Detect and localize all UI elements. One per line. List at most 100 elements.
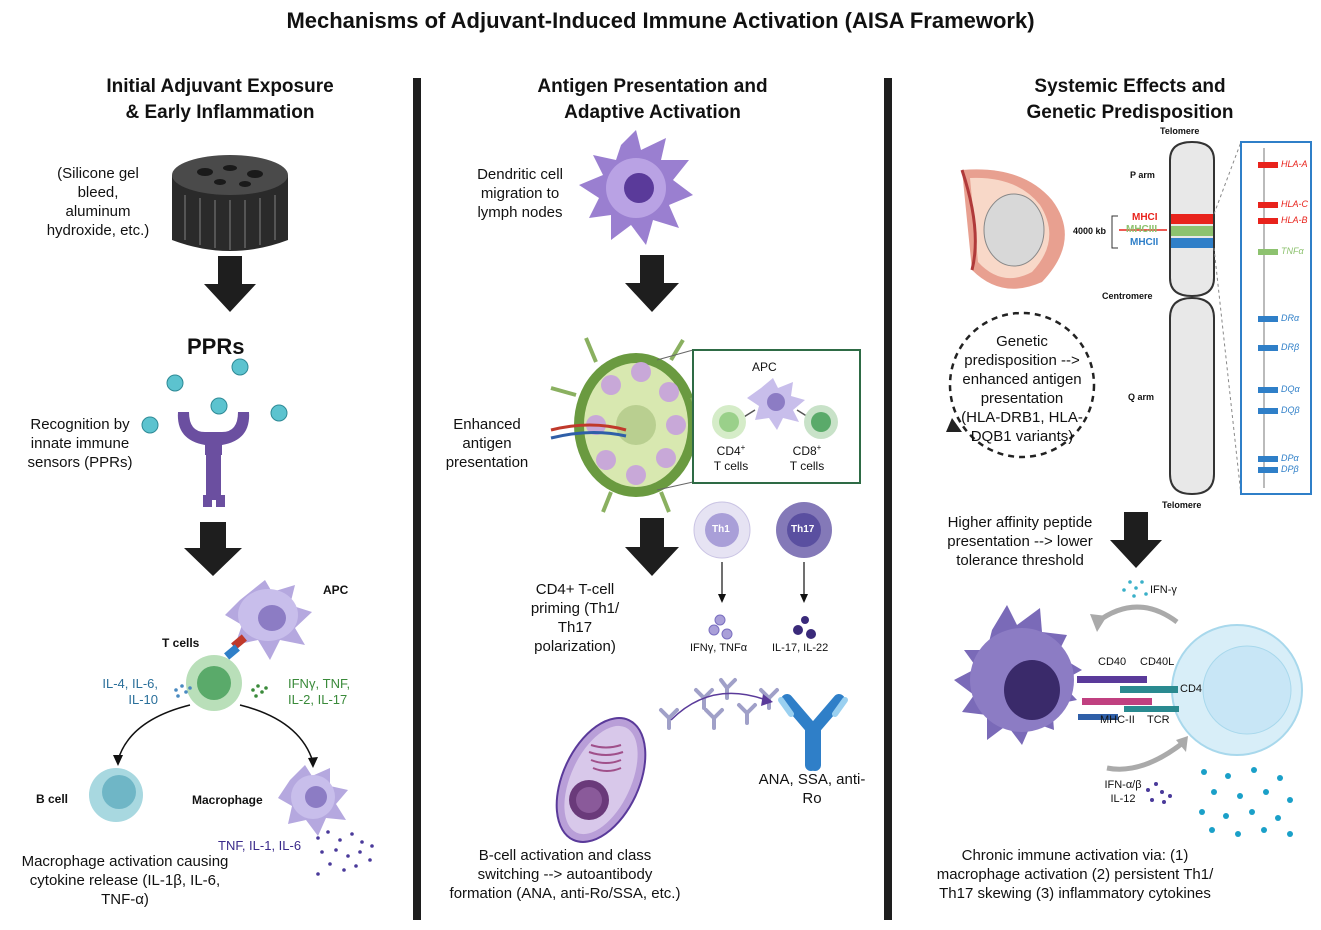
panel2-title-line2: Adaptive Activation: [564, 102, 741, 123]
th2-cytokines: IL-4, IL-6, IL-10: [102, 676, 158, 707]
t-cell-icon: [186, 655, 242, 711]
panel2-title-line1: Antigen Presentation and: [537, 76, 768, 97]
panel3-title-line2: Genetic Predisposition: [1026, 102, 1234, 123]
ifn-gamma-dots: [1122, 580, 1148, 598]
inset-cd8-tcell-icon: [804, 405, 838, 439]
lymph-node-icon: [550, 337, 718, 513]
apc-label: APC: [323, 583, 349, 597]
panel1-title-line2: & Early Inflammation: [125, 102, 315, 123]
panel1-title: Initial Adjuvant Exposure & Early Inflam…: [40, 74, 400, 126]
mhc-tcr-connector-icon: [224, 634, 247, 660]
panel3-title: Systemic Effects and Genetic Predisposit…: [960, 74, 1300, 126]
th1-label: Th1: [712, 524, 730, 535]
down-arrow-icon: [625, 255, 679, 312]
curve-arrow-to-macrophage: [239, 704, 314, 763]
breast-implant-icon: [960, 169, 1065, 289]
bcell-label: B cell: [36, 792, 69, 806]
macrophage-cytokines: TNF, IL-1, IL-6: [218, 838, 302, 853]
panel1-graphics: [89, 155, 374, 876]
pathogen-particle-icons: [141, 358, 288, 434]
exposure-caption: (Silicone gel bleed, aluminum hydroxide,…: [46, 165, 150, 239]
inset-cd4-tcell-icon: [712, 405, 746, 439]
down-arrow-icon: [1110, 512, 1162, 568]
gene-markers: [1258, 162, 1278, 473]
down-arrow-icon: [625, 518, 679, 576]
panel2-graphics: [550, 130, 861, 843]
gene-dqb: DQβ: [1281, 405, 1300, 415]
gene-dpb: DPβ: [1281, 464, 1299, 474]
mhcii-receptor-label: MHC-II: [1100, 714, 1135, 726]
panel3-graphics: [946, 140, 1312, 837]
cytokine-dots-left: [174, 684, 192, 698]
b-cell-icon: [89, 768, 143, 822]
genetic-caption: Genetic predisposition --> enhanced anti…: [961, 333, 1083, 445]
autoantibody-label: ANA, SSA, anti- Ro: [758, 771, 866, 807]
centromere-label: Centromere: [1102, 291, 1153, 301]
th1-cytokines-label: IFNγ, TNFα: [690, 642, 748, 654]
gene-drb: DRβ: [1281, 342, 1300, 352]
gene-dpa: DPα: [1281, 453, 1299, 463]
silicone-block-icon: [172, 155, 288, 251]
q-arm-label: Q arm: [1128, 392, 1155, 402]
th17-label: Th17: [791, 524, 815, 535]
th17-cytokine-icon: [793, 616, 816, 639]
gene-hla-b: HLA-B: [1281, 215, 1308, 225]
ifn-ab-dots: [1146, 782, 1172, 804]
plasma-cell-icon: [555, 717, 647, 843]
recognition-caption: Recognition by innate immune sensors (PP…: [27, 416, 133, 471]
ifn-ab-label: IFN-α/β IL-12: [1104, 779, 1142, 805]
tcells-label: T cells: [162, 636, 200, 650]
panel2-title: Antigen Presentation and Adaptive Activa…: [470, 74, 835, 126]
panel-divider-1: [413, 78, 421, 920]
gene-hla-c: HLA-C: [1281, 199, 1309, 209]
panel1-bottom-caption: Macrophage activation causing cytokine r…: [21, 853, 229, 908]
priming-caption: CD4+ T-cell priming (Th1/ Th17 polarizat…: [530, 581, 620, 655]
activated-apc-icon: [954, 605, 1082, 745]
panel3-title-line1: Systemic Effects and: [1034, 76, 1226, 97]
cd8-tcell-label: CD8+ T cells: [789, 443, 825, 473]
th1-cytokine-icon: [708, 614, 733, 640]
macrophage-icon: [278, 765, 348, 836]
down-arrow-icon: [184, 522, 242, 576]
telomere-top-label: Telomere: [1160, 126, 1200, 136]
panel2-bottom-caption: B-cell activation and class switching --…: [449, 847, 681, 902]
cd40-label: CD40: [1098, 656, 1127, 668]
cd40l-label: CD40L: [1140, 656, 1175, 668]
gene-hla-a: HLA-A: [1281, 159, 1308, 169]
ppr-receptor-icon: [177, 412, 250, 507]
th1-cell-icon: [693, 501, 751, 559]
gene-tnfa: TNFα: [1281, 246, 1304, 256]
enhanced-caption: Enhanced antigen presentation: [445, 416, 529, 471]
curve-arrow-to-bcell: [117, 704, 191, 761]
p-arm-label: P arm: [1130, 170, 1155, 180]
macrophage-cytokine-dots: [316, 830, 374, 876]
panel3-bottom-caption: Chronic immune activation via: (1) macro…: [936, 847, 1214, 902]
tcr-label: TCR: [1147, 714, 1170, 726]
dc-caption: Dendritic cell migration to lymph nodes: [477, 166, 563, 221]
size-label: 4000 kb: [1073, 226, 1107, 236]
dashed-cycle-icon: [948, 311, 1096, 459]
dendritic-cell-icon: [579, 130, 693, 245]
cd4-label: CD4: [1180, 683, 1203, 695]
receptor-bridges: [1077, 676, 1179, 720]
down-arrow-icon: [204, 256, 256, 312]
antibody-icons: [659, 678, 779, 730]
th17-cell-icon: [776, 502, 832, 558]
th1-cytokines: IFNγ, TNF, IL-2, IL-17: [288, 676, 351, 707]
panel1-title-line1: Initial Adjuvant Exposure: [106, 76, 334, 97]
mhci-label: MHCI: [1132, 212, 1158, 223]
autoantibody-icon: [778, 694, 848, 771]
inset-apc-icon: [747, 378, 805, 430]
figure-title: Mechanisms of Adjuvant-Induced Immune Ac…: [286, 8, 1035, 33]
gene-dra: DRα: [1281, 313, 1300, 323]
pprs-label: PPRs: [187, 334, 245, 359]
macrophage-label: Macrophage: [192, 793, 263, 807]
cd4-tcell-label: CD4+ T cells: [713, 443, 749, 473]
panel-divider-2: [884, 78, 892, 920]
affinity-caption: Higher affinity peptide presentation -->…: [947, 514, 1093, 569]
chromosome-icon: [1169, 140, 1215, 496]
apc-cell-icon: [225, 580, 312, 660]
cytokine-dots-right: [251, 684, 268, 698]
ifn-gamma-label: IFN-γ: [1150, 584, 1177, 596]
gene-dqa: DQα: [1281, 384, 1300, 394]
